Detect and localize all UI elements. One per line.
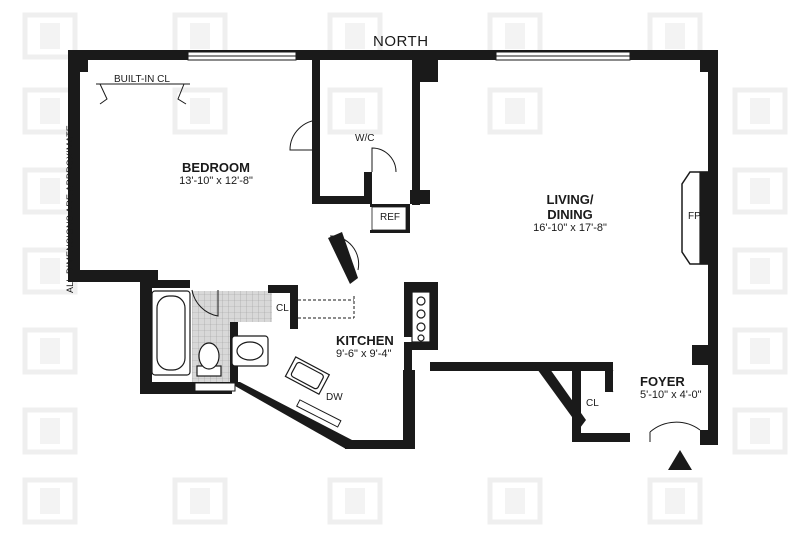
windows xyxy=(187,51,631,428)
foyer-dims: 5'-10" x 4'-0" xyxy=(640,389,702,401)
living-dims: 16'-10" x 17'-8" xyxy=(533,222,607,234)
exterior-walls xyxy=(68,50,718,449)
dimensions-disclaimer: ALL DIMENSIONS ARE APPROXIMATE xyxy=(65,124,75,294)
foyer-label: FOYER 5'-10" x 4'-0" xyxy=(640,374,702,401)
living-name-line2: DINING xyxy=(547,207,593,222)
bedroom-label: BEDROOM 13'-10" x 12'-8" xyxy=(156,160,276,187)
toilet-bowl xyxy=(198,342,220,370)
fireplace-label: FP xyxy=(688,211,701,222)
refrigerator xyxy=(371,206,407,231)
foyer-closet-label: CL xyxy=(586,398,599,409)
living-dining-label: LIVING/ DINING 16'-10" x 17'-8" xyxy=(510,192,630,234)
built-in-closet-label: BUILT-IN CL xyxy=(114,74,170,85)
kitchen-name: KITCHEN xyxy=(336,333,394,348)
entry-arrow-icon xyxy=(668,450,692,470)
walk-in-closet-label: W/C xyxy=(355,133,375,144)
kitchen-dims: 9'-6" x 9'-4" xyxy=(336,348,392,360)
doors xyxy=(96,83,701,442)
living-name-line1: LIVING/ xyxy=(546,192,594,207)
foyer-name: FOYER xyxy=(640,374,685,389)
fixtures xyxy=(151,171,709,396)
dishwasher-label: DW xyxy=(326,392,343,403)
bath-closet-label: CL xyxy=(276,303,289,314)
north-label: NORTH xyxy=(373,33,429,50)
refrigerator-label: REF xyxy=(380,212,400,223)
bedroom-name: BEDROOM xyxy=(182,160,250,175)
kitchen-label: KITCHEN 9'-6" x 9'-4" xyxy=(336,333,394,360)
bedroom-dims: 13'-10" x 12'-8" xyxy=(179,175,253,187)
